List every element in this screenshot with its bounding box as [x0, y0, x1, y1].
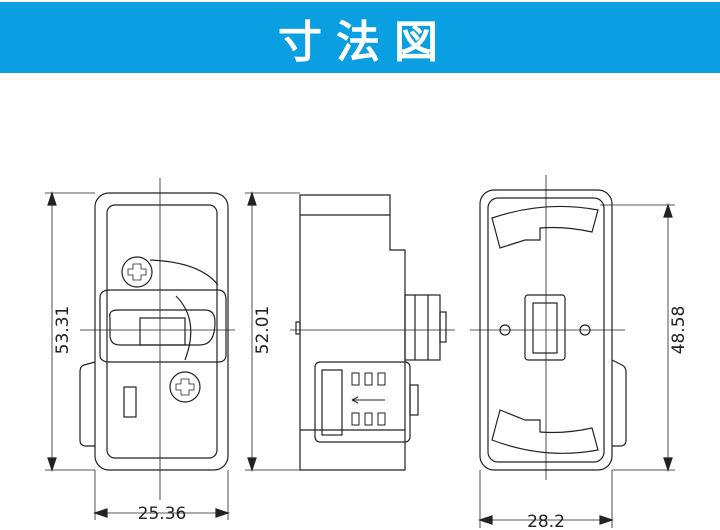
header-banner: 寸法図: [0, 2, 720, 73]
side-view: [245, 191, 455, 472]
side-height-label: 52.01: [253, 306, 273, 355]
back-width-label: 28.2: [527, 512, 565, 530]
back-view: [470, 175, 675, 528]
front-view: [45, 178, 235, 520]
back-height-label: 48.58: [669, 306, 689, 355]
front-width-label: 25.36: [138, 504, 187, 524]
front-height-label: 53.31: [53, 306, 73, 355]
screw-icon: [121, 256, 153, 288]
page-title: 寸法図: [278, 16, 452, 68]
arrow-icon: [351, 396, 385, 404]
screw-icon: [169, 371, 201, 403]
